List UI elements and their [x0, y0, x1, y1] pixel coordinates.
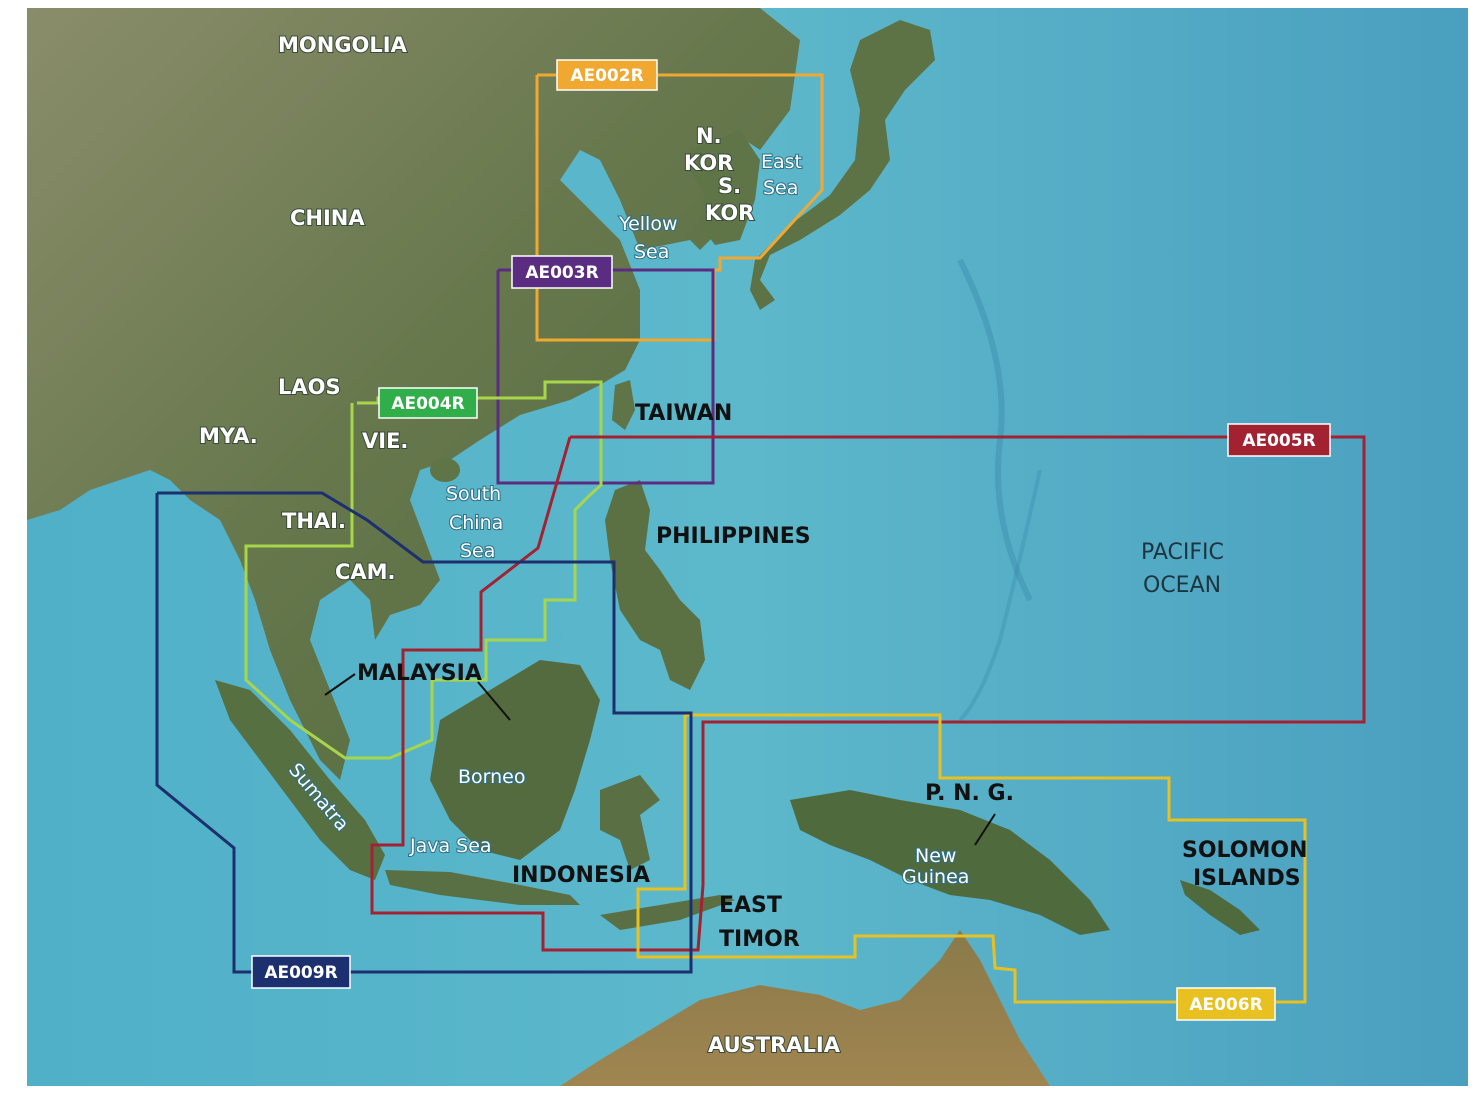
label-thai: THAI.	[282, 509, 346, 533]
region-badge-ae002r-label: AE002R	[570, 66, 643, 86]
label-pacific-1: PACIFIC	[1141, 540, 1224, 565]
label-s-kor-1: S.	[718, 174, 741, 198]
label-east-sea-2: Sea	[763, 177, 798, 199]
borneo-island	[430, 660, 600, 860]
borneo-pointer-line	[477, 681, 511, 721]
sumatra-island	[215, 680, 385, 880]
region-badge-ae004r[interactable]: AE004R	[378, 387, 478, 419]
label-yellow-sea-1: Yellow	[618, 213, 678, 235]
java-island	[385, 870, 580, 905]
label-solomon-1: SOLOMON	[1182, 838, 1308, 863]
japan	[750, 20, 935, 310]
sulawesi-island	[600, 775, 660, 870]
region-badge-ae005r[interactable]: AE005R	[1227, 423, 1331, 457]
label-laos: LAOS	[278, 375, 341, 399]
label-s-kor-2: KOR	[705, 201, 754, 225]
label-solomon-2: ISLANDS	[1193, 866, 1301, 891]
label-philippines: PHILIPPINES	[656, 524, 811, 549]
ocean-trench	[957, 258, 1033, 602]
label-east-timor-2: TIMOR	[719, 927, 800, 952]
region-badge-ae006r-label: AE006R	[1189, 995, 1262, 1015]
hainan-island	[430, 458, 460, 482]
region-ae004r-boundary	[244, 380, 603, 760]
label-cam: CAM.	[335, 560, 396, 584]
label-australia: AUSTRALIA	[708, 1033, 841, 1057]
region-ae005r-boundary	[370, 435, 1366, 952]
label-borneo: Borneo	[458, 766, 526, 788]
philippines-islands	[605, 480, 705, 690]
label-taiwan: TAIWAN	[635, 401, 732, 426]
region-badge-ae003r-label: AE003R	[525, 263, 598, 283]
label-south-china-sea-1: South	[446, 483, 501, 505]
region-badge-ae006r[interactable]: AE006R	[1176, 987, 1276, 1021]
new-guinea-island	[790, 790, 1110, 935]
ocean-trench-2	[958, 469, 1042, 722]
solomon-islands	[1180, 880, 1260, 935]
australia-landmass	[560, 930, 1050, 1086]
region-badge-ae002r[interactable]: AE002R	[556, 59, 658, 91]
malaysia-pointer-line	[324, 673, 356, 696]
region-badge-ae009r[interactable]: AE009R	[251, 955, 351, 989]
png-pointer-line	[974, 813, 996, 846]
label-new-guinea-2: Guinea	[902, 866, 969, 888]
label-png: P. N. G.	[925, 781, 1014, 806]
label-china: CHINA	[290, 206, 365, 230]
label-mya: MYA.	[199, 424, 258, 448]
region-ae002r-boundary	[535, 73, 824, 342]
region-badge-ae004r-label: AE004R	[391, 394, 464, 414]
label-indonesia: INDONESIA	[512, 863, 650, 888]
region-ae006r-boundary	[636, 713, 1307, 1004]
label-vie: VIE.	[362, 429, 408, 453]
label-new-guinea-1: New	[915, 845, 956, 867]
label-south-china-sea-2: China	[449, 512, 503, 534]
taiwan-island	[612, 380, 635, 430]
label-south-china-sea-3: Sea	[460, 540, 495, 562]
label-pacific-2: OCEAN	[1143, 573, 1221, 598]
label-n-kor-1: N.	[696, 124, 722, 148]
label-malaysia: MALAYSIA	[357, 661, 482, 686]
label-mongolia: MONGOLIA	[278, 33, 408, 57]
label-east-sea-1: East	[761, 151, 802, 173]
korea-peninsula	[690, 130, 760, 245]
label-east-timor-1: EAST	[719, 893, 782, 918]
region-badge-ae003r[interactable]: AE003R	[511, 255, 613, 289]
region-ae003r-boundary	[496, 268, 715, 485]
label-yellow-sea-2: Sea	[634, 241, 669, 263]
label-java-sea: Java Sea	[409, 835, 492, 857]
region-badge-ae005r-label: AE005R	[1242, 431, 1315, 451]
label-n-kor-2: KOR	[684, 151, 733, 175]
region-ae009r-boundary	[155, 491, 693, 974]
region-badge-ae009r-label: AE009R	[264, 963, 337, 983]
